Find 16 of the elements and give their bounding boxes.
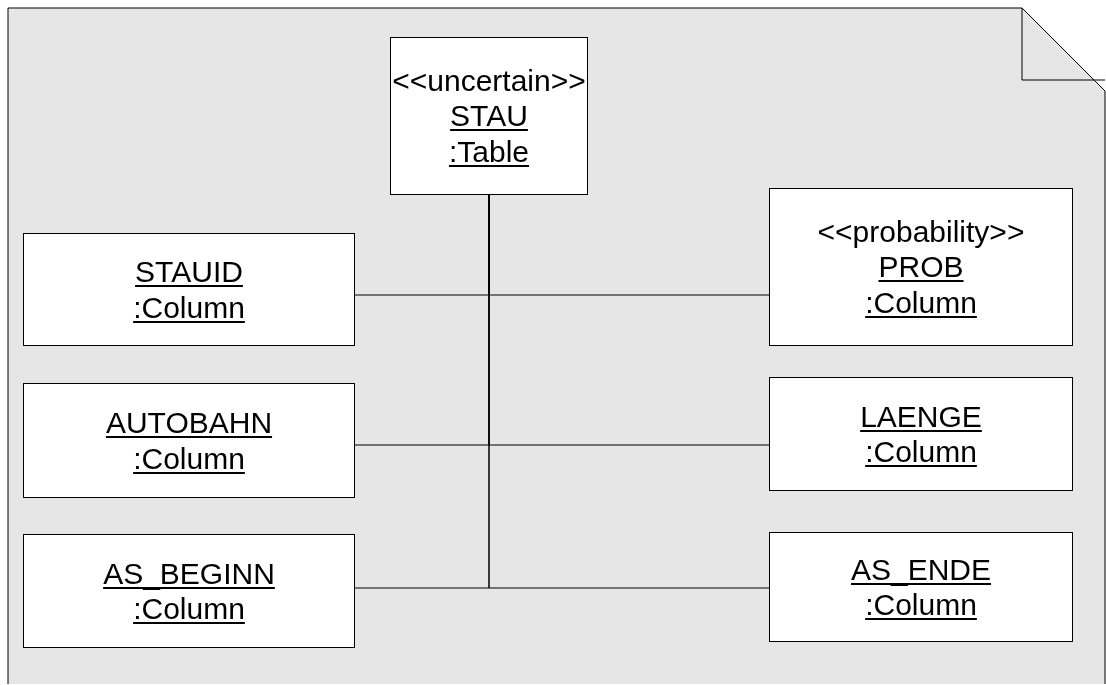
stereotype-label: <<uncertain>> <box>392 62 586 99</box>
object-name: AS_BEGINN :Column <box>103 555 275 627</box>
object-box <box>23 233 355 346</box>
object-name: STAUID :Column <box>133 254 245 325</box>
object-name: AS_ENDE :Column <box>850 551 992 623</box>
object-box <box>23 534 355 648</box>
object-name: AUTOBAHN :Column <box>105 405 273 476</box>
object-box <box>769 532 1073 642</box>
object-name: LAENGE :Column <box>860 398 982 470</box>
object-name: PROB :Column <box>865 249 977 321</box>
object-box <box>23 383 355 498</box>
object-box <box>390 37 588 195</box>
stereotype-label: <<probability>> <box>817 213 1025 250</box>
object-name: STAU :Table <box>448 98 529 170</box>
object-box <box>769 188 1073 346</box>
object-box <box>769 377 1073 491</box>
